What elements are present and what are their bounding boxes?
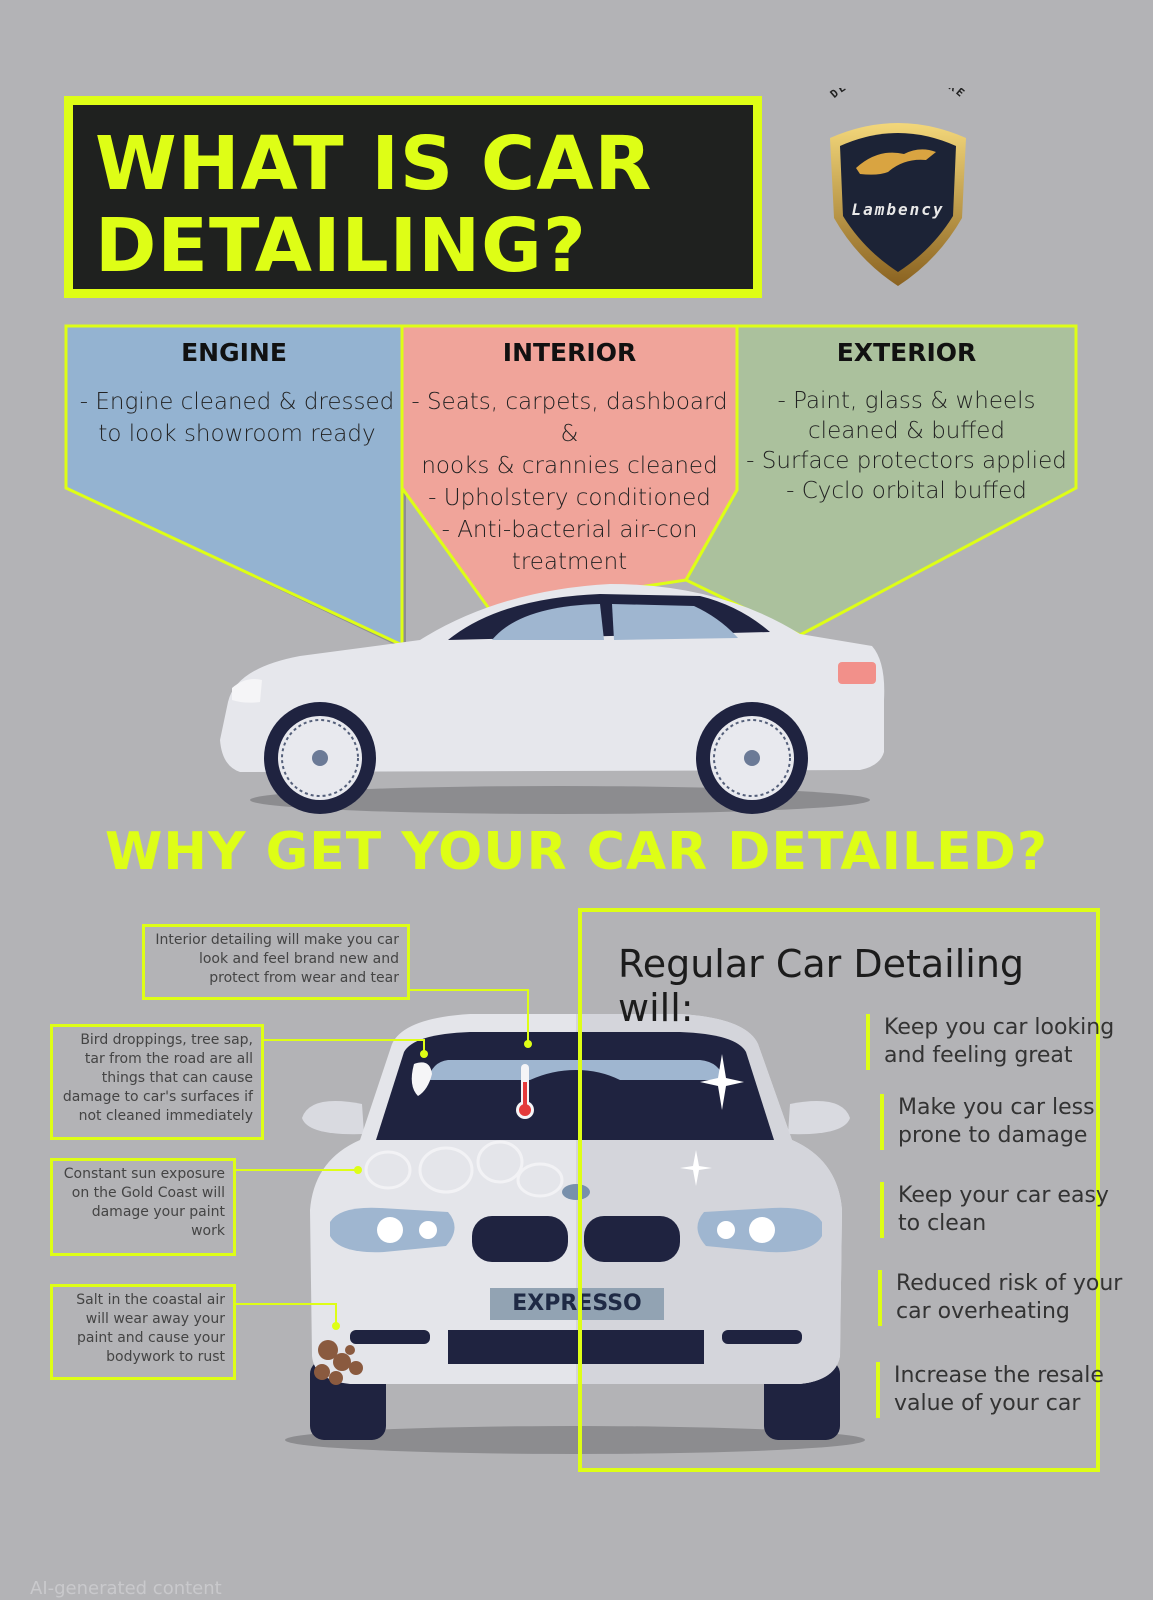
callout-sun-exposure: Constant sun exposure on the Gold Coast … xyxy=(50,1158,236,1256)
benefit-line: value of your car xyxy=(894,1391,1081,1416)
logo-brand: Lambency xyxy=(851,200,945,219)
interior-line: - Anti-bacterial air-con xyxy=(441,517,698,543)
ai-generated-note: AI-generated content xyxy=(30,1578,222,1599)
logo-arc-text: DETAILING CENTRE xyxy=(828,66,967,101)
benefit-item: Keep your car easy to clean xyxy=(880,1182,1109,1238)
benefit-item: Make you car less prone to damage xyxy=(880,1094,1095,1150)
svg-text:DETAILING CENTRE: DETAILING CENTRE xyxy=(828,88,969,101)
callout-line: paint and cause your xyxy=(77,1330,225,1346)
logo-shield-icon: DETAILING CENTRE xyxy=(828,66,969,286)
interior-line: - Upholstery conditioned xyxy=(428,485,711,511)
callout-salt-air: Salt in the coastal air will wear away y… xyxy=(50,1284,236,1380)
callout-bird-droppings: Bird droppings, tree sap, tar from the r… xyxy=(50,1024,264,1140)
benefit-item: Reduced risk of your car overheating xyxy=(878,1270,1122,1326)
exterior-line: - Paint, glass & wheels xyxy=(777,388,1036,414)
benefit-line: Increase the resale xyxy=(894,1363,1104,1388)
interior-line: nooks & crannies cleaned xyxy=(421,453,718,479)
side-car-illustration xyxy=(220,584,885,814)
title-box: WHAT IS CAR DETAILING? xyxy=(64,96,762,298)
callout-line: tar from the road are all xyxy=(84,1051,253,1067)
benefit-line: Keep you car looking xyxy=(884,1015,1115,1040)
callout-interior: Interior detailing will make you car loo… xyxy=(142,924,410,1000)
callout-line: Bird droppings, tree sap, xyxy=(80,1032,253,1048)
section-engine-heading: ENGINE xyxy=(181,338,287,367)
callout-line: on the Gold Coast will xyxy=(71,1185,225,1201)
top-illustration xyxy=(64,324,1078,814)
callout-line: damage to car's surfaces if xyxy=(62,1089,253,1105)
section-engine-body: - Engine cleaned & dressed to look showr… xyxy=(72,386,402,450)
car-silhouette-icon xyxy=(856,149,936,175)
interior-line: - Seats, carpets, dashboard & xyxy=(411,389,728,447)
benefits-panel: Regular Car Detailing will: xyxy=(578,908,1100,1472)
benefit-item: Keep you car looking and feeling great xyxy=(866,1014,1114,1070)
callout-line: look and feel brand new and xyxy=(198,951,399,967)
benefits-panel-title: Regular Car Detailing will: xyxy=(618,942,1025,1030)
benefit-line: Keep your car easy xyxy=(898,1183,1109,1208)
benefit-line: and feeling great xyxy=(884,1043,1073,1068)
benefit-line: Reduced risk of your xyxy=(896,1271,1123,1296)
exterior-line: - Cyclo orbital buffed xyxy=(786,478,1027,504)
callout-line: damage your paint xyxy=(91,1204,225,1220)
interior-line: treatment xyxy=(511,549,628,575)
engine-line: to look showroom ready xyxy=(98,421,376,447)
logo: DETAILING CENTRE Lambency xyxy=(808,66,988,298)
callout-line: Salt in the coastal air xyxy=(76,1292,225,1308)
section-exterior-heading: EXTERIOR xyxy=(836,338,977,367)
exterior-line: cleaned & buffed xyxy=(808,418,1005,444)
callout-line: Interior detailing will make you car xyxy=(155,932,399,948)
section-interior-heading: INTERIOR xyxy=(502,338,637,367)
engine-panel xyxy=(64,324,404,648)
engine-line: - Engine cleaned & dressed xyxy=(79,389,395,415)
callout-line: work xyxy=(191,1223,225,1239)
license-plate: EXPRESSO xyxy=(490,1288,664,1320)
benefit-line: car overheating xyxy=(896,1299,1070,1324)
benefit-line: Make you car less xyxy=(898,1095,1095,1120)
section-exterior-body: - Paint, glass & wheels cleaned & buffed… xyxy=(737,386,1076,506)
benefit-line: to clean xyxy=(898,1211,987,1236)
callout-line: protect from wear and tear xyxy=(209,970,399,986)
callout-line: not cleaned immediately xyxy=(78,1108,253,1124)
why-title: WHY GET YOUR CAR DETAILED? xyxy=(104,822,1049,882)
benefit-item: Increase the resale value of your car xyxy=(876,1362,1104,1418)
callout-line: Constant sun exposure xyxy=(63,1166,225,1182)
callout-line: will wear away your xyxy=(85,1311,225,1327)
section-interior-body: - Seats, carpets, dashboard & nooks & cr… xyxy=(402,386,737,578)
exterior-line: - Surface protectors applied xyxy=(746,448,1067,474)
callout-line: bodywork to rust xyxy=(106,1349,225,1365)
callout-line: things that can cause xyxy=(101,1070,253,1086)
title-line-2: DETAILING? xyxy=(95,203,587,289)
benefit-line: prone to damage xyxy=(898,1123,1088,1148)
title-line-1: WHAT IS CAR xyxy=(95,121,653,207)
